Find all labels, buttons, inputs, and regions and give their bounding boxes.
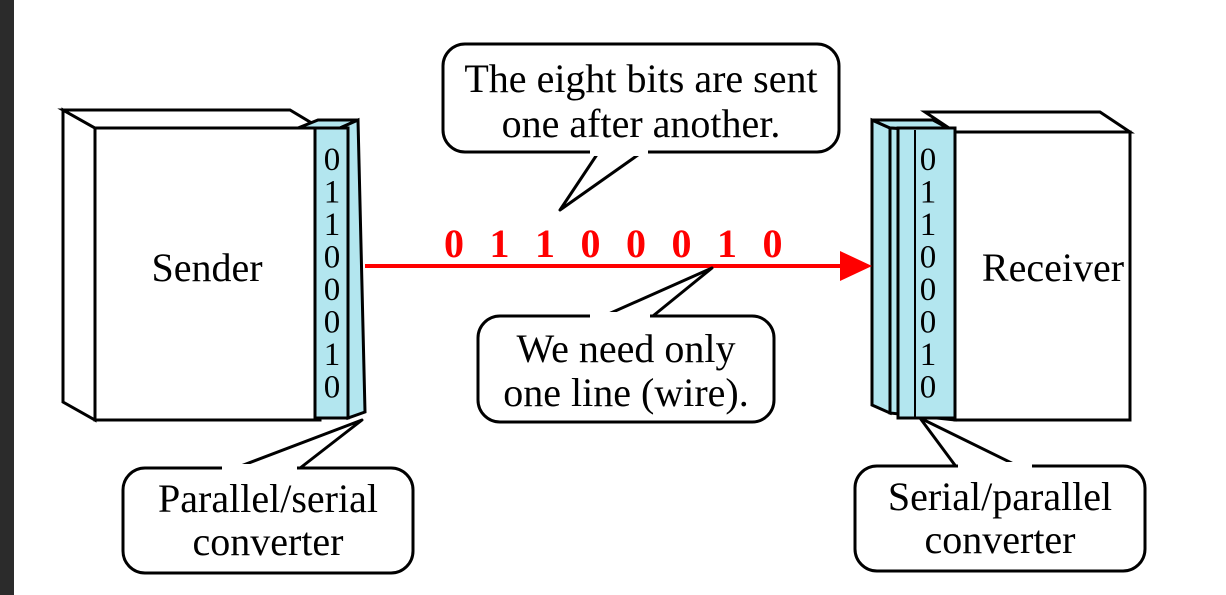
wire xyxy=(365,251,872,281)
callout-left-converter-line2: converter xyxy=(192,519,343,564)
callout-middle: We need only one line (wire). xyxy=(476,266,776,424)
left-bit: 1 xyxy=(324,207,341,243)
right-bit: 1 xyxy=(920,207,937,243)
right-bit: 0 xyxy=(920,240,937,276)
arrow-head-icon xyxy=(840,251,872,281)
left-bit: 0 xyxy=(324,272,341,308)
callout-right-converter: Serial/parallel converter xyxy=(853,416,1147,573)
left-bit: 1 xyxy=(324,337,341,373)
wire-bit: 0 xyxy=(581,221,601,266)
left-bit: 0 xyxy=(324,370,341,406)
right-bit: 0 xyxy=(920,272,937,308)
left-bit: 0 xyxy=(324,142,341,178)
wire-bit: 1 xyxy=(490,221,510,266)
parallel-serial-converter xyxy=(297,117,367,421)
left-bit: 0 xyxy=(324,240,341,276)
callout-middle-line2: one line (wire). xyxy=(503,370,748,415)
left-bit: 0 xyxy=(324,305,341,341)
callout-left-converter: Parallel/serial converter xyxy=(121,418,415,575)
callout-middle-line1: We need only xyxy=(517,326,736,371)
callout-top-line2: one after another. xyxy=(502,101,781,146)
sender-box: Sender xyxy=(57,107,326,423)
right-bit: 0 xyxy=(920,370,937,406)
callout-right-converter-line2: converter xyxy=(924,517,1075,562)
right-bit: 1 xyxy=(920,337,937,373)
right-bit: 1 xyxy=(920,175,937,211)
callout-right-converter-line1: Serial/parallel xyxy=(888,474,1112,519)
receiver-label: Receiver xyxy=(982,245,1124,290)
right-bit: 0 xyxy=(920,142,937,178)
sender-label: Sender xyxy=(151,245,262,290)
receiver-box: Receiver xyxy=(920,110,1135,422)
window-edge-bar xyxy=(0,0,14,595)
callout-top-line1: The eight bits are sent xyxy=(464,56,817,101)
wire-bit: 0 xyxy=(626,221,646,266)
wire-bit: 1 xyxy=(717,221,737,266)
left-bit: 1 xyxy=(324,175,341,211)
callout-left-converter-line1: Parallel/serial xyxy=(158,476,378,521)
callout-top: The eight bits are sent one after anothe… xyxy=(441,42,841,212)
wire-bit: 1 xyxy=(535,221,555,266)
wire-bit: 0 xyxy=(672,221,692,266)
wire-bit: 0 xyxy=(763,221,783,266)
right-bit: 0 xyxy=(920,305,937,341)
serial-parallel-converter xyxy=(870,117,957,422)
wire-bit: 0 xyxy=(444,221,464,266)
